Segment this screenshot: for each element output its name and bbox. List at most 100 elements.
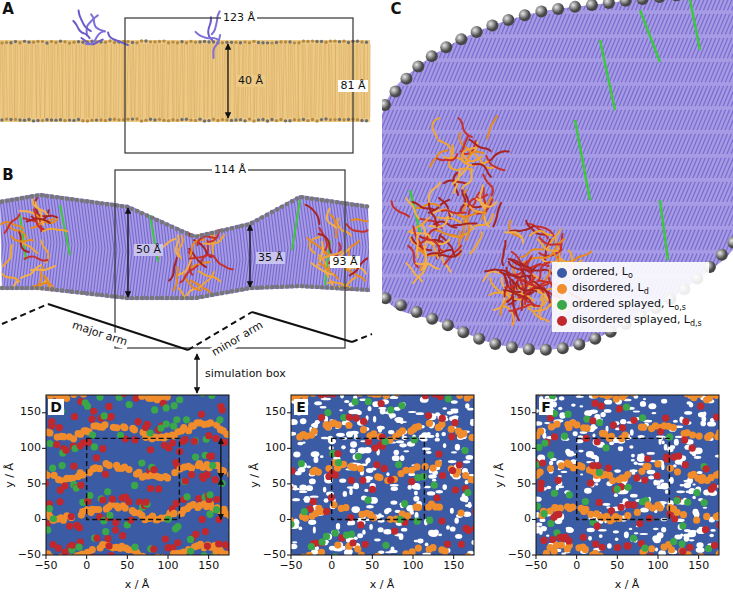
legend-row: ordered splayed, Lo,s [557, 297, 702, 313]
lipid-chain [538, 239, 558, 251]
lipid-chain [318, 242, 323, 266]
lipid-chain [504, 290, 527, 299]
lipid-chain [91, 14, 105, 31]
panel-letter: C [390, 1, 401, 18]
axis-label: x / Å [370, 579, 395, 592]
axis-label: x / Å [615, 579, 640, 592]
axis-label: x / Å [125, 579, 150, 592]
lipid-chain [180, 266, 197, 283]
lipid-chain [212, 11, 220, 34]
flat-membrane [0, 11, 370, 153]
tick-label: 100 [158, 560, 179, 573]
tick-label: 0 [279, 513, 286, 526]
lipid-chain [44, 276, 48, 300]
lipid-chain [506, 268, 516, 289]
lipid-chain [428, 250, 451, 255]
lipid-chain [3, 245, 12, 266]
lipid-chain [1, 222, 23, 228]
dimension-label: 93 Å [330, 256, 359, 269]
lipid-chain [184, 274, 200, 290]
lipid-chain [429, 217, 448, 227]
tick-label: 0 [524, 513, 531, 526]
lipid-chain [466, 216, 469, 240]
tick-label: −50 [263, 549, 286, 562]
lipid-chain [530, 231, 552, 236]
lipid-chain [505, 232, 523, 243]
legend-text: disordered, Ld [572, 281, 649, 296]
tick-label: 150 [510, 406, 531, 419]
tick-label: 0 [34, 513, 41, 526]
lipid-chain [87, 15, 98, 35]
lipid-chain [208, 17, 212, 40]
lipid-chain [413, 202, 436, 210]
lipid-chain [483, 271, 503, 280]
lipid-chain [538, 262, 549, 281]
lipid-chain [79, 11, 91, 31]
panel-letter: D [48, 399, 64, 415]
lipid-chain [437, 154, 457, 160]
lipid-chain [43, 229, 67, 232]
membrane-closeup [382, 0, 733, 362]
arm-label: minor arm [208, 318, 267, 360]
lipid-chain [487, 116, 497, 139]
lipid-chain [352, 219, 376, 223]
dimension-label: 123 Å [221, 12, 257, 25]
lipid-chain [424, 238, 443, 252]
tick-label: 50 [610, 560, 624, 573]
lipid-chain [24, 256, 47, 260]
lipid-chain [504, 306, 514, 325]
legend-text: disordered splayed, Ld,s [572, 313, 702, 328]
lipid-chain [213, 256, 232, 269]
legend-text: ordered splayed, Lo,s [572, 297, 686, 312]
tick-label: 100 [20, 442, 41, 455]
arm-label: major arm [69, 319, 131, 350]
lipid-chain [392, 201, 409, 216]
legend-row: disordered splayed, Ld,s [557, 313, 702, 329]
dimension-arrow [227, 44, 228, 118]
lipid-chain [535, 288, 550, 303]
arrow-label: simulation box [205, 368, 286, 381]
lipid-chain [190, 255, 214, 258]
legend: ordered, Lodisordered, Ldordered splayed… [552, 262, 709, 332]
lipid-chain [7, 225, 26, 238]
tick-label: 50 [120, 560, 134, 573]
legend-swatch [557, 284, 567, 294]
tick-label: 150 [198, 560, 219, 573]
lipid-chain [177, 257, 192, 275]
lipid-chain [178, 236, 182, 258]
axis-label: y / Å [494, 463, 507, 488]
lipid-chain [406, 263, 422, 282]
lipid-chain [306, 205, 320, 224]
dimension-label: 40 Å [236, 75, 265, 88]
legend-swatch [557, 316, 567, 326]
legend-row: ordered, Lo [557, 265, 702, 281]
lipid-chain [460, 190, 465, 212]
lipid-chain [503, 273, 507, 296]
lipid-chain [432, 118, 439, 138]
tick-label: −50 [508, 549, 531, 562]
lipid-chain [449, 167, 472, 171]
lipid-chain [406, 198, 419, 218]
dimension-label: 81 Å [338, 80, 367, 93]
lipid-chain [438, 140, 452, 158]
lipid-chain [319, 234, 331, 252]
lipid-chain [509, 262, 530, 272]
tick-label: 150 [443, 560, 464, 573]
lipid-chain [480, 185, 485, 208]
lipid-chain [470, 232, 482, 253]
tick-label: 0 [573, 560, 580, 573]
lipid-chain [409, 218, 429, 232]
tick-label: −50 [279, 560, 302, 573]
dimension-arrow [249, 225, 250, 287]
lipid-chain [507, 272, 530, 277]
lipid-chain [200, 213, 205, 235]
lipid-chain [173, 267, 178, 290]
panel-letter: B [2, 167, 13, 184]
dimension-label: 35 Å [256, 252, 285, 265]
lipid-chain [462, 148, 476, 162]
axis-label: y / Å [249, 463, 262, 488]
tick-label: 150 [265, 406, 286, 419]
tick-label: 50 [517, 478, 531, 491]
legend-row: disordered, Ld [557, 281, 702, 297]
panel-letter: E [294, 399, 308, 415]
